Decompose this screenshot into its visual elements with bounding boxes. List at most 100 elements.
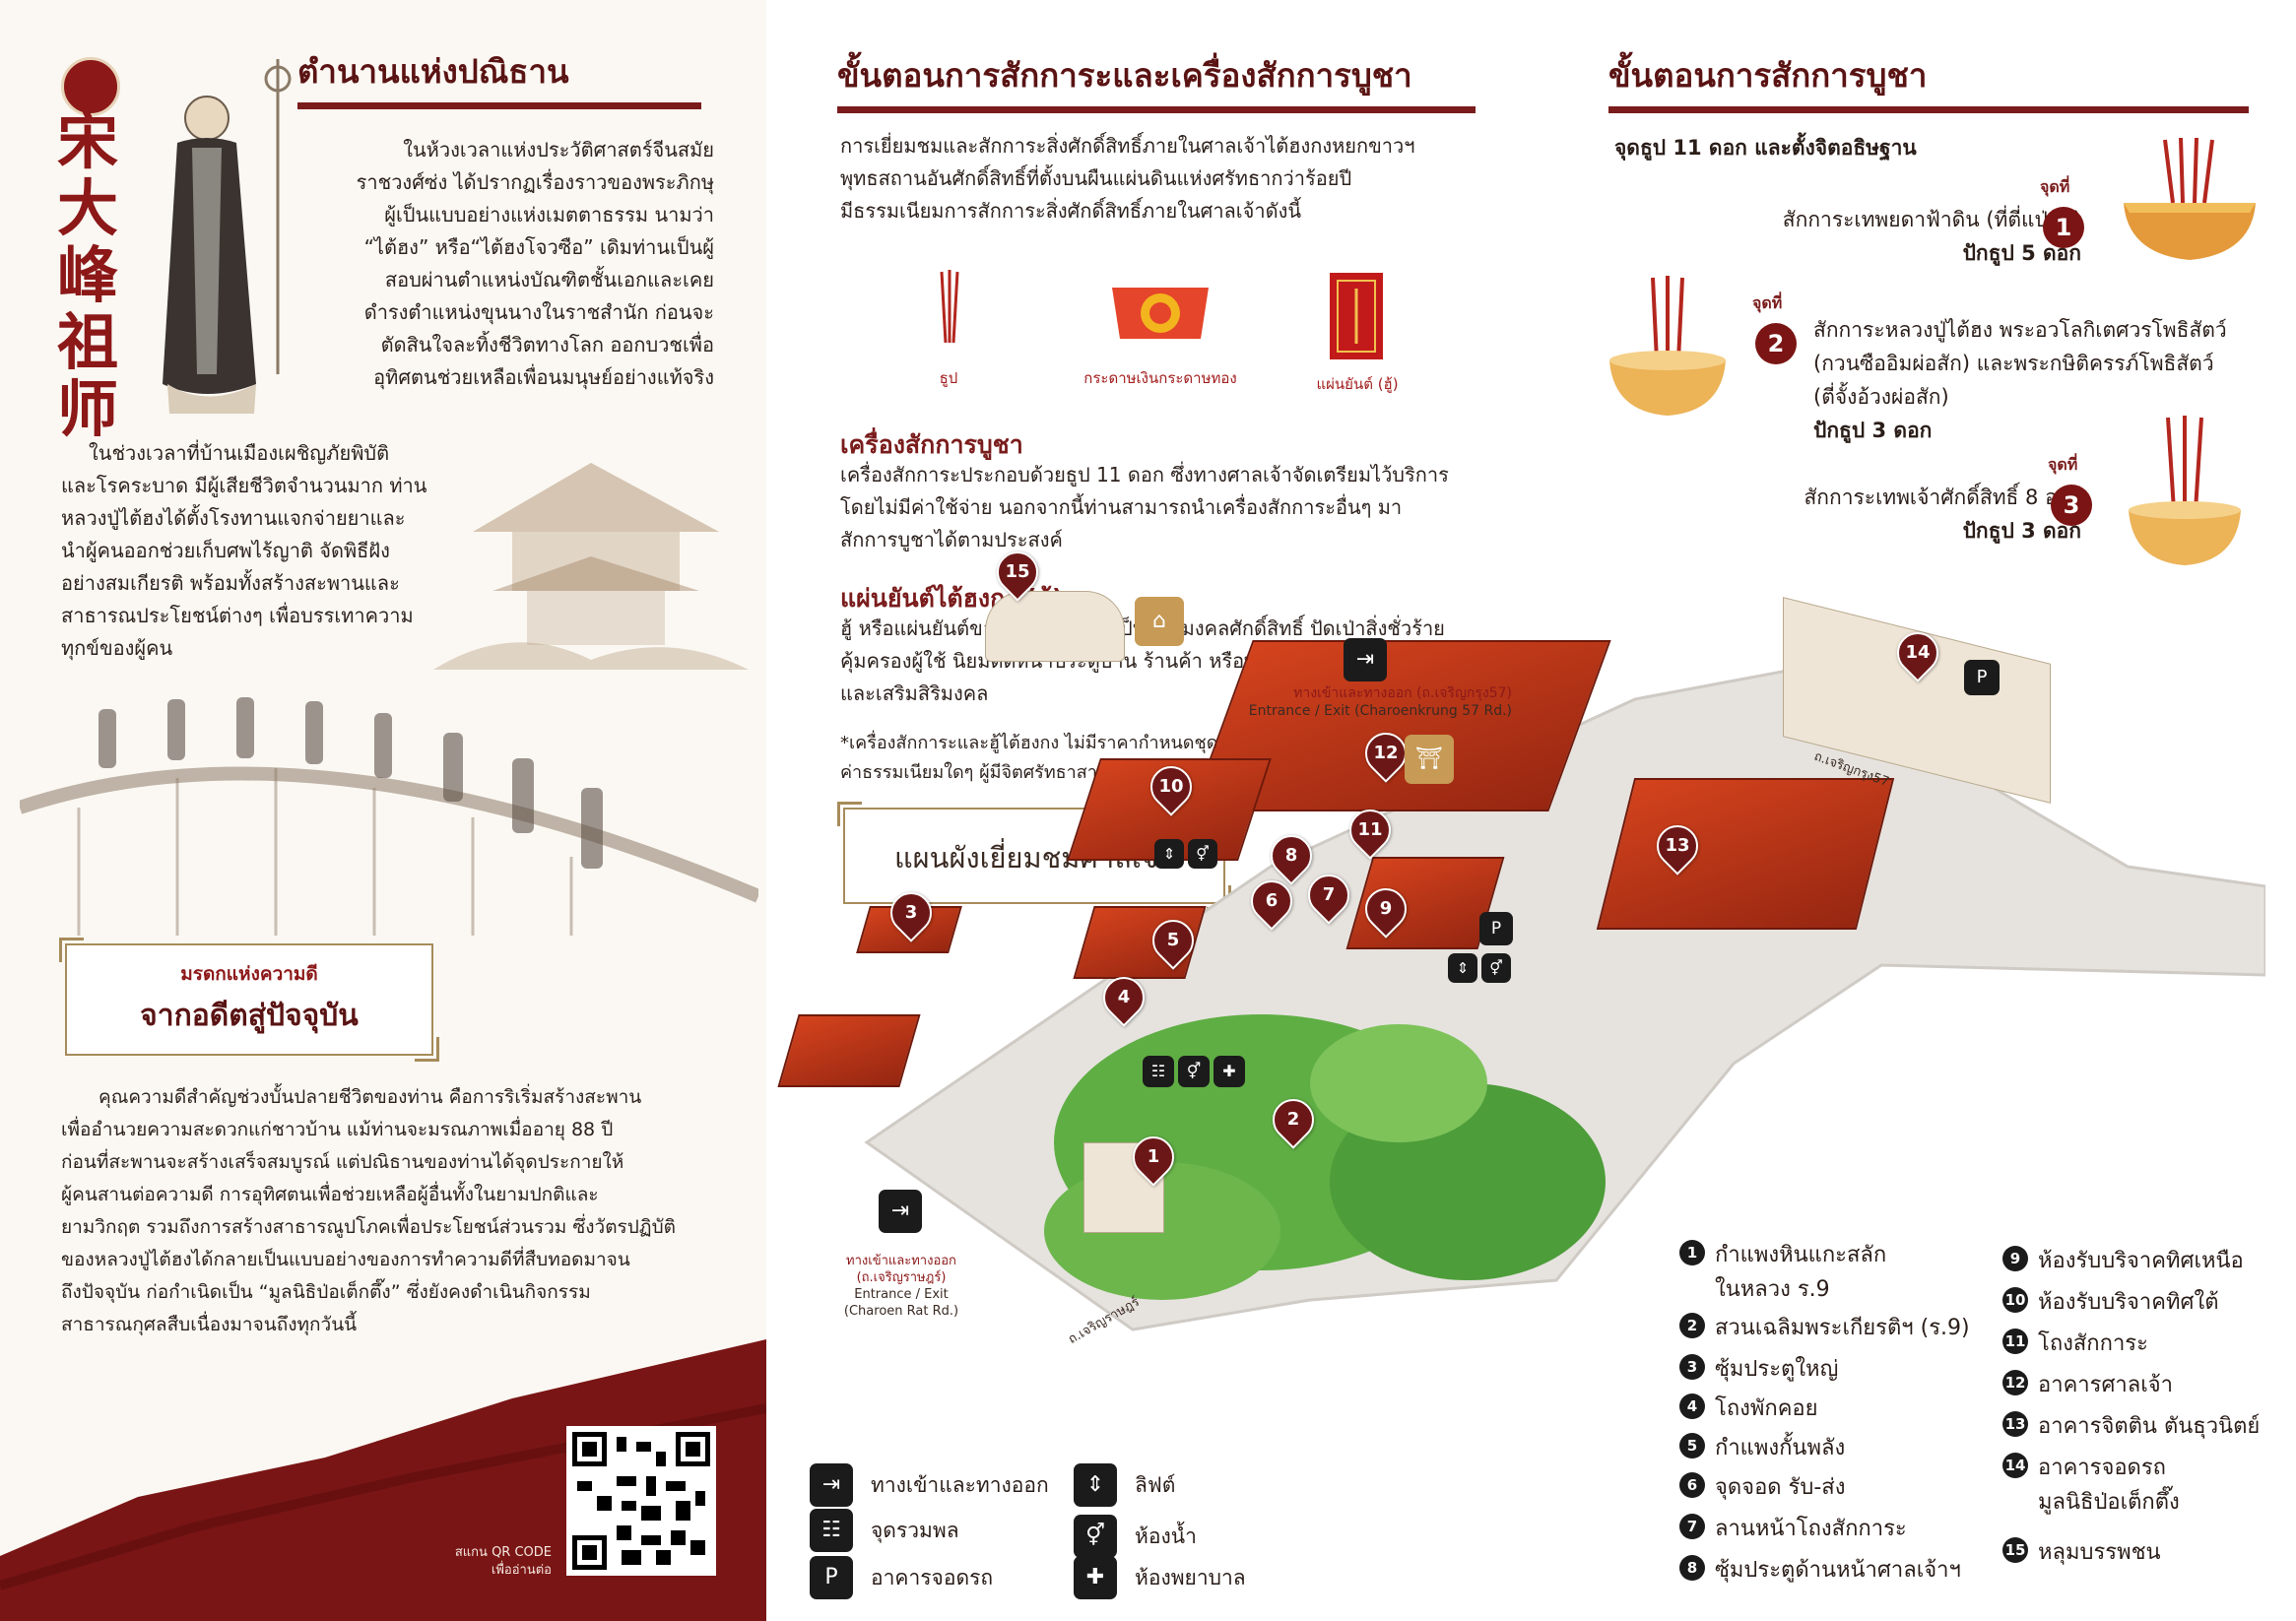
step-sticks: ปักธูป 3 ดอก [1962, 519, 2081, 543]
text-line: ในหลวง ร.9 [1715, 1277, 1830, 1302]
offerings-text: เครื่องสักการะประกอบด้วยธูป 11 ดอก ซึ่งท… [840, 459, 1480, 556]
legend-number: 14 [2002, 1453, 2028, 1478]
legacy-title: จากอดีตสู่ปัจจุบัน [140, 999, 359, 1033]
shrine-map: 1 2 3 4 5 6 7 8 9 10 11 12 13 14 15 ⇥ ⇥ … [777, 543, 2265, 1347]
map-pin-number: 4 [1117, 987, 1131, 1007]
key-label: ลิฟต์ [1135, 1472, 1176, 1497]
steps-heading-rule [1608, 106, 2249, 113]
key-first-aid: ✚ห้องพยาบาล [1074, 1556, 1246, 1599]
text-line: สักการะเทพยดาฟ้าดิน (ที่ตี่แป่บ้อ) [1782, 208, 2081, 231]
toilet-icon: ⚥ [1074, 1515, 1117, 1558]
map-pin-number: 5 [1166, 930, 1180, 950]
key-label: ทางเข้าและทางออก [871, 1472, 1049, 1497]
tomb-icon: ⌂ [1135, 597, 1184, 646]
legend-number: 4 [1679, 1394, 1705, 1419]
key-lift: ⇕ ลิฟต์ [1074, 1463, 1175, 1507]
key-label: ห้องพยาบาล [1135, 1565, 1246, 1589]
legend-label: โถงสักการะ [2038, 1331, 2148, 1356]
point-label: จุดที่ [2048, 455, 2078, 474]
text-line: และโรคระบาด มีผู้เสียชีวิตจำนวนมาก ท่าน [61, 474, 427, 497]
monk-illustration [163, 59, 292, 414]
qr-code[interactable] [566, 1426, 716, 1576]
text-line: ในห้วงเวลาแห่งประวัติศาสตร์จีนสมัย [403, 138, 714, 162]
text-line: (กวนซืออิมผ่อสัก) และพระกษิติครรภ์โพธิสั… [1813, 352, 2214, 375]
qr-code-pattern [572, 1432, 710, 1570]
first-aid-icon: ✚ [1214, 1056, 1245, 1087]
text-line: (Charoen Rat Rd.) [843, 1304, 959, 1319]
text-line: ยามวิกฤต รวมถึงการสร้างสาธารณูปโภคเพื่อป… [61, 1216, 676, 1238]
text-line: ผู้เป็นแบบอย่างแห่งเมตตาธรรม นามว่า [384, 203, 714, 227]
legacy-banner: มรดกแห่งความดี จากอดีตสู่ปัจจุบัน [59, 938, 439, 1062]
map-pin-number: 3 [904, 902, 918, 923]
legend-label: ซุ้มประตูด้านหน้าศาลเจ้าฯ [1715, 1558, 1961, 1583]
key-assembly: ☷จุดรวมพล [810, 1509, 959, 1552]
map-pin-number: 6 [1265, 890, 1279, 911]
text-line: สอบผ่านตำแหน่งบัณฑิตชั้นเอกและเคย [384, 268, 714, 292]
step-3-text: สักการะเทพเจ้าศักดิ์สิทธิ์ 8 องค์ ปักธูป… [1687, 481, 2081, 548]
text-line: สักการะหลวงปู่ไต้ฮง พระอวโลกิเตศวรโพธิสั… [1813, 318, 2227, 342]
legend-item-5: 5 กำแพงกั้นพลัง [1679, 1430, 1845, 1464]
exit-icon[interactable]: ⇥ [1344, 638, 1387, 681]
chinese-name: 宋大峰祖师 [57, 105, 119, 445]
text-line: เพื่ออำนวยความสะดวกแก่ชาวบ้าน แม้ท่านจะม… [61, 1119, 614, 1140]
legend-label: อาคารจิตติน ตันธุวนิตย์ [2038, 1414, 2261, 1439]
map-pin-number: 7 [1322, 884, 1336, 905]
legend-item-13: 13 อาคารจิตติน ตันธุวนิตย์ [2002, 1408, 2260, 1443]
text-line: มีธรรมเนียมการสักการะสิ่งศักดิ์สิทธิ์ภาย… [840, 199, 1302, 223]
west-pavilion-roof [777, 1014, 921, 1087]
lift-icon: ⇕ [1074, 1463, 1117, 1507]
text-line: โดยไม่มีค่าใช้จ่าย นอกจากนี้ท่านสามารถนำ… [840, 495, 1403, 519]
parking-icon[interactable]: P [1964, 660, 2000, 695]
legend-paragraph-1: ในห้วงเวลาแห่งประวัติศาสตร์จีนสมัย ราชวง… [325, 134, 714, 394]
map-pin-number: 15 [1005, 561, 1030, 582]
legend-label: อาคารจอดรถมูลนิธิป่อเต็กตึ๊ง [2038, 1450, 2180, 1519]
portrait-medallion [61, 57, 120, 116]
entrance-bottom-label: ทางเข้าและทางออก (ถ.เจริญราษฎร์) Entranc… [818, 1253, 985, 1320]
text-line: ก่อนที่สะพานจะสร้างเสร็จสมบูรณ์ แต่ปณิธา… [61, 1151, 624, 1173]
legend-label: กำแพงกั้นพลัง [1715, 1436, 1846, 1460]
legend-number: 12 [2002, 1370, 2028, 1395]
legend-label: สวนเฉลิมพระเกียรติฯ (ร.9) [1715, 1316, 1970, 1340]
incense-sticks-icon [940, 270, 959, 344]
text-line: คุณความดีสำคัญช่วงบั้นปลายชีวิตของท่าน ค… [98, 1086, 642, 1108]
assembly-point-icon: ☷ [1143, 1056, 1174, 1087]
text-line: ถึงปัจจุบัน ก่อกำเนิดเป็น “มูลนิธิป่อเต็… [61, 1281, 591, 1303]
censer-gold-icon [2124, 137, 2256, 260]
parking-icon[interactable]: P [1479, 912, 1513, 945]
text-line: การเยี่ยมชมและสักการะสิ่งศักดิ์สิทธิ์ภาย… [840, 134, 1415, 158]
toilet-icon: ⚥ [1188, 839, 1217, 869]
legend-label: ห้องรับบริจาคทิศเหนือ [2038, 1249, 2244, 1273]
lift-icon: ⇕ [1448, 953, 1477, 983]
legend-number: 6 [1679, 1472, 1705, 1498]
qr-caption: สแกน QR CODE เพื่ออ่านต่อ [424, 1544, 552, 1580]
text-line: สาธารณกุศลสืบเนื่องมาจนถึงทุกวันนี้ [61, 1314, 358, 1335]
text-line: Entrance / Exit [854, 1287, 949, 1302]
map-pin-number: 11 [1357, 819, 1383, 840]
map-pin-number: 8 [1284, 845, 1298, 866]
legend-number: 10 [2002, 1287, 2028, 1313]
legend-paragraph-2: ในช่วงเวลาที่บ้านเมืองเผชิญภัยพิบัติ และ… [61, 437, 455, 665]
exit-icon[interactable]: ⇥ [879, 1190, 922, 1233]
legend-number: 13 [2002, 1411, 2028, 1437]
step-sticks: ปักธูป 3 ดอก [1813, 419, 1933, 442]
parking-icon: P [810, 1556, 853, 1599]
legend-number: 1 [1679, 1240, 1705, 1265]
legend-label: โถงพักคอย [1715, 1396, 1818, 1421]
text-line: ทางเข้าและทางออก (ถ.เจริญกรุง57) [1293, 685, 1512, 701]
joss-paper-icon [1112, 288, 1209, 339]
text-line: ราชวงศ์ซ่ง ได้ปรากฏเรื่องราวของพระภิกษุ [356, 170, 714, 194]
text-line: สักการะเทพเจ้าศักดิ์สิทธิ์ 8 องค์ [1804, 486, 2081, 509]
legend-number: 5 [1679, 1433, 1705, 1459]
step-2-badge: 2 [1755, 323, 1797, 364]
text-line: (ถ.เจริญราษฎร์) [856, 1270, 947, 1285]
offerings-intro: การเยี่ยมชมและสักการะสิ่งศักดิ์สิทธิ์ภาย… [840, 130, 1471, 227]
offering-label-joss-paper: กระดาษเงินกระดาษทอง [1083, 369, 1237, 387]
